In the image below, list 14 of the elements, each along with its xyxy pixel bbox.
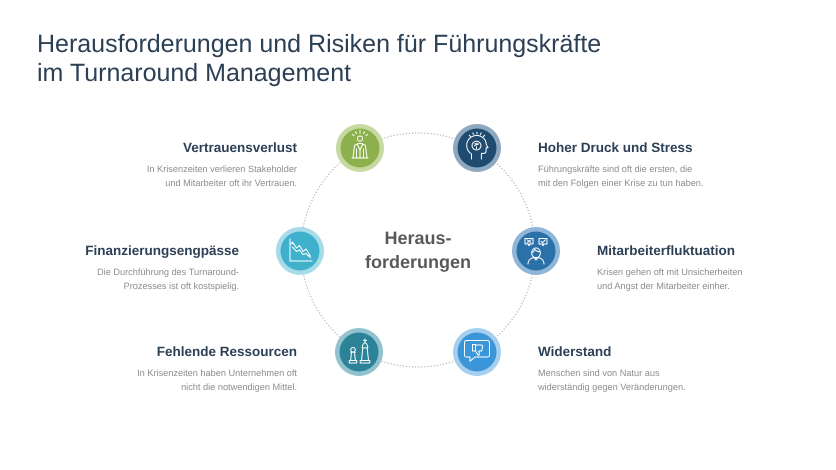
challenge-heading: Widerstand (538, 343, 612, 361)
challenge-heading: Fehlende Ressourcen (156, 343, 297, 361)
challenge-description: Krisen gehen oft mit Unsicherheiten und Angst der Mitarbeiter einher. (597, 266, 744, 293)
challenge-heading: Finanzierungsengpässe (85, 242, 239, 260)
challenge-description: Führungskräfte sind oft die ersten, die mit den Folgen einer Krise zu tun haben. (538, 163, 704, 190)
page-title: Herausforderungen und Risiken für Führungskräfte im Turnaround Management (37, 30, 602, 88)
challenge-description: In Krisenzeiten verlieren Stakeholder und Mitarbeiter oft ihr Vertrauen. (146, 163, 297, 190)
challenge-heading: Hoher Druck und Stress (538, 139, 693, 157)
challenge-heading: Mitarbeiterfluktuation (597, 242, 736, 260)
challenge-heading: Vertrauensverlust (182, 139, 297, 157)
center-heading: Heraus-forderungen (358, 226, 478, 274)
challenge-description: In Krisenzeiten haben Unternehmen oft nicht die notwendigen Mittel. (136, 367, 297, 394)
challenge-description: Menschen sind von Natur aus widerständig gegen Veränderungen. (538, 367, 687, 394)
challenge-description: Die Durchführung des Turnaround-Prozesses ist oft kostspielig. (96, 266, 239, 293)
